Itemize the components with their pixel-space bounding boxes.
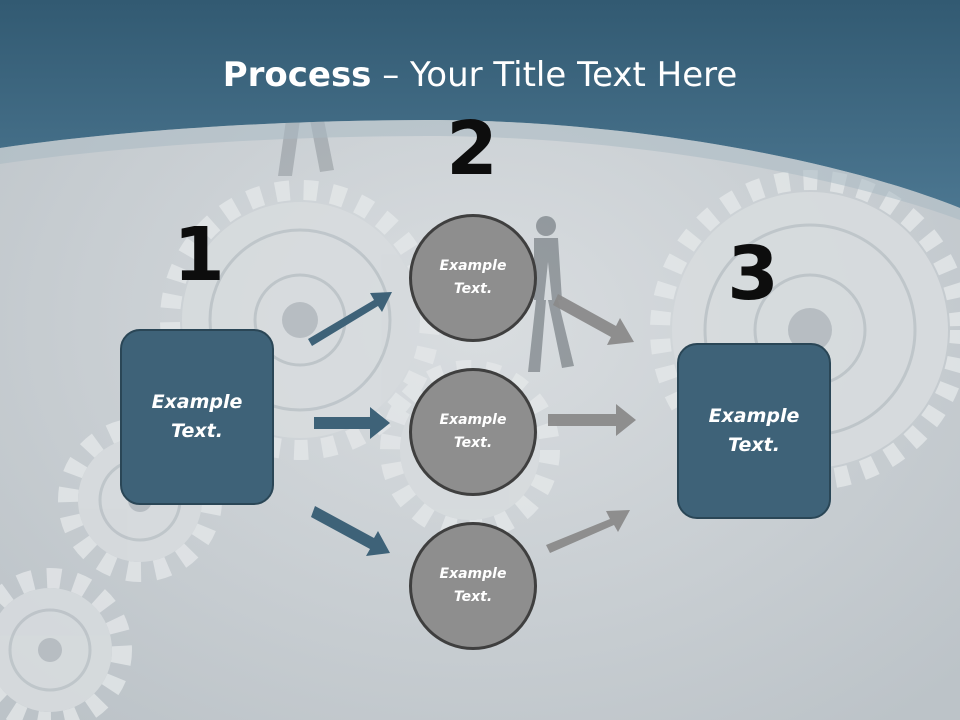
step-number-one: 1 [173,212,225,298]
title-rest: – Your Title Text Here [371,55,738,95]
right-process-box[interactable]: Example Text. [677,343,831,519]
left-box-text: Example Text. [151,391,243,442]
left-process-box[interactable]: Example Text. [120,329,274,505]
middle-circle-text: Example Text. [439,412,507,451]
bottom-circle-text: Example Text. [439,566,507,605]
bottom-circle[interactable]: Example Text. [409,522,537,650]
top-circle[interactable]: Example Text. [409,214,537,342]
middle-circle[interactable]: Example Text. [409,368,537,496]
right-box-text: Example Text. [708,405,800,456]
top-circle-text: Example Text. [439,258,507,297]
step-number-three: 3 [727,231,779,317]
title-bold: Process [222,55,372,95]
step-number-two: 2 [446,106,498,192]
slide-title: Process – Your Title Text Here [0,52,960,98]
